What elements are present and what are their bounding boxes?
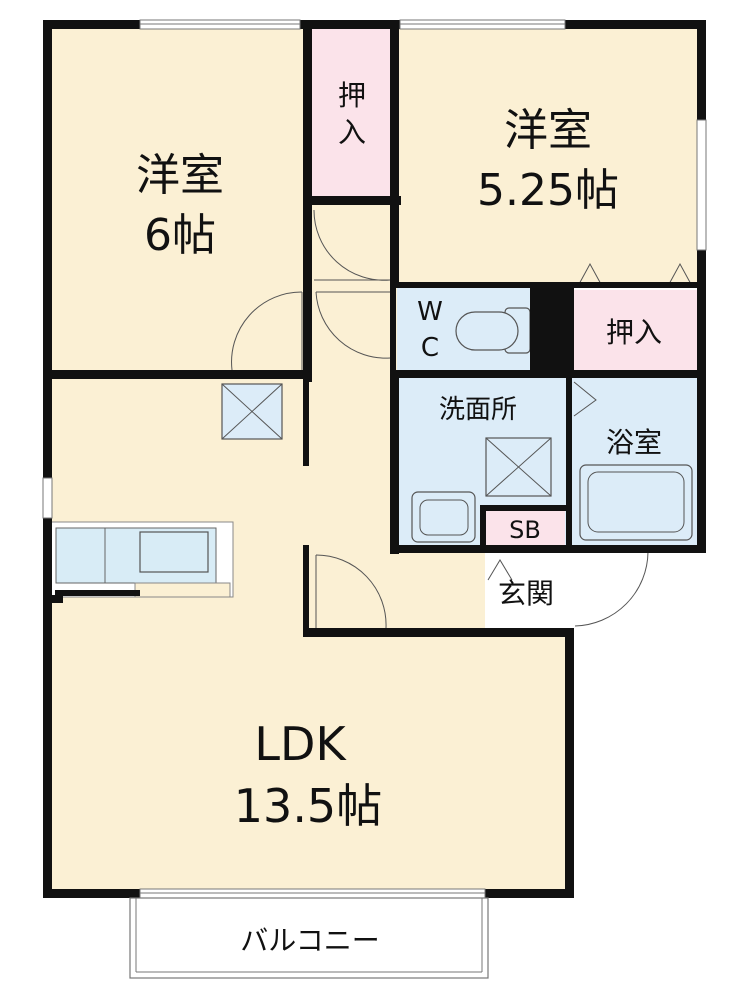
- hallway-lower: [397, 550, 485, 635]
- entrance-label: 玄関: [498, 577, 554, 610]
- western-6-size: 6帖: [144, 210, 216, 261]
- washroom-label: 洗面所: [439, 395, 517, 425]
- balcony: [129, 897, 489, 979]
- shoe-box-label: SB: [509, 516, 541, 544]
- toilet-icon: [455, 307, 531, 354]
- closet-top-label-1: 押: [338, 79, 366, 112]
- closet-top: [307, 28, 397, 200]
- shoe-box: [485, 510, 565, 550]
- room-western-6: [50, 28, 307, 376]
- windows: [42, 19, 707, 899]
- washer-space-x: [485, 437, 552, 497]
- room-ldk-lower: [307, 635, 570, 896]
- ceiling-storage-x: [221, 383, 283, 440]
- kitchen-stove-mark: [134, 582, 231, 598]
- ldk-name: LDK: [254, 717, 347, 771]
- western-525-size: 5.25帖: [477, 165, 619, 216]
- closet-right-label: 押入: [606, 316, 662, 349]
- door-arcs: [231, 209, 693, 629]
- room-western-525: [397, 28, 699, 286]
- kitchen-sink: [139, 531, 209, 573]
- bathroom-label: 浴室: [606, 426, 662, 459]
- balcony-label: バルコニー: [240, 924, 379, 957]
- hallway: [307, 200, 397, 635]
- walls: [43, 20, 706, 898]
- washbasin-icon: [411, 491, 476, 543]
- closet-right: [573, 290, 699, 374]
- ldk-size: 13.5帖: [234, 779, 382, 833]
- western-525-name: 洋室: [504, 105, 592, 156]
- wc-label-2: C: [421, 333, 439, 363]
- wc-label-1: W: [417, 297, 443, 327]
- room-ldk-upper: [50, 376, 307, 896]
- closet-top-label-2: 入: [338, 116, 366, 149]
- room-entrance: [485, 550, 567, 632]
- western-6-name: 洋室: [136, 150, 224, 201]
- bathtub-icon: [579, 464, 693, 541]
